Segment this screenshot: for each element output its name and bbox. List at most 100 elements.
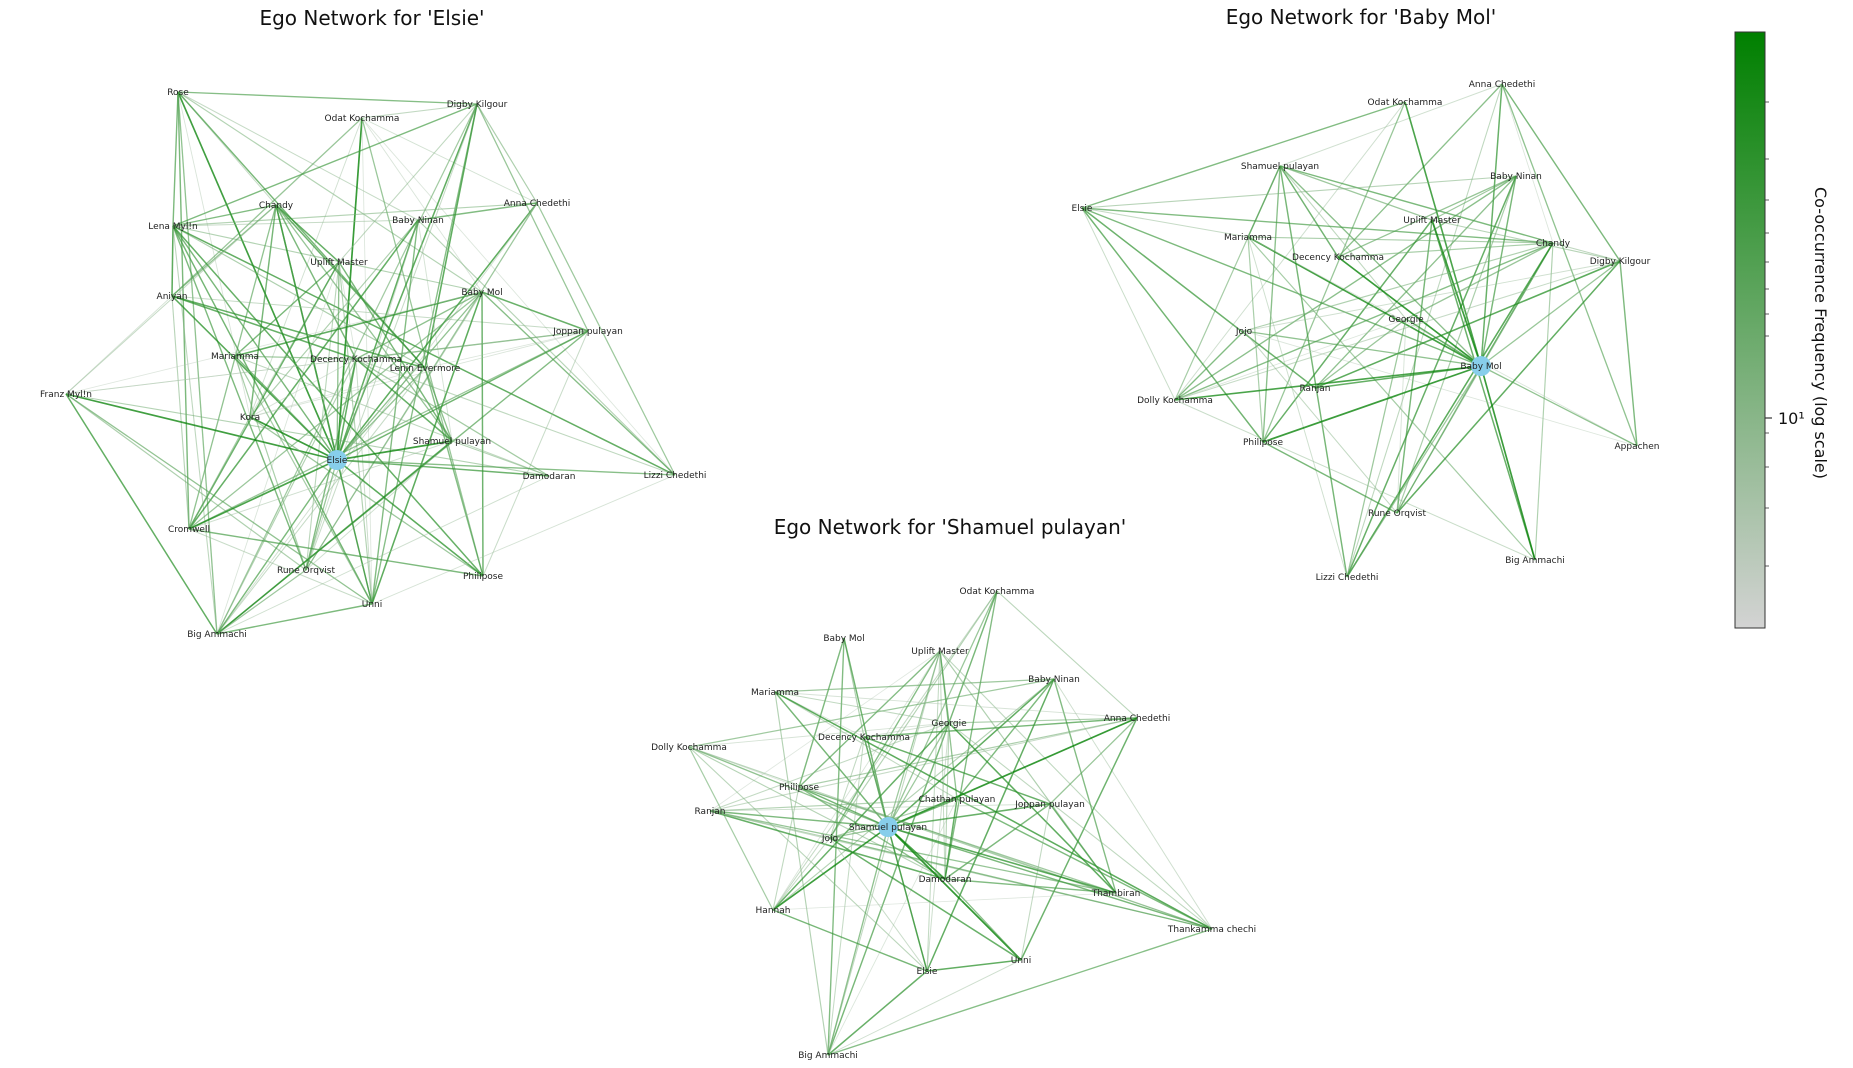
edge bbox=[1279, 165, 1433, 221]
edge bbox=[216, 367, 426, 635]
node-label: Elsie bbox=[1072, 204, 1093, 214]
edge bbox=[827, 970, 928, 1056]
edge bbox=[798, 786, 889, 828]
edge bbox=[1552, 242, 1621, 262]
node-label: Odat Kochamma bbox=[960, 587, 1035, 597]
edge bbox=[774, 691, 889, 828]
edge bbox=[188, 416, 251, 530]
edge bbox=[1243, 260, 1621, 332]
edge bbox=[1174, 165, 1281, 401]
edge bbox=[188, 528, 484, 577]
edge bbox=[956, 798, 1213, 930]
ego-node bbox=[878, 817, 898, 837]
node-label: Lizzi Chedethi bbox=[644, 471, 707, 481]
edge bbox=[798, 637, 845, 788]
network-title: Ego Network for 'Shamuel pulayan' bbox=[774, 515, 1127, 539]
edge bbox=[172, 225, 338, 461]
edge bbox=[481, 291, 676, 476]
edge bbox=[171, 295, 190, 530]
edge bbox=[249, 367, 426, 418]
edge bbox=[1279, 83, 1503, 167]
edge bbox=[1337, 175, 1517, 258]
edge bbox=[1262, 441, 1398, 514]
edge bbox=[482, 330, 589, 577]
node-label: Mariamma bbox=[211, 352, 259, 362]
node-label: Georgie bbox=[931, 719, 967, 729]
edge bbox=[798, 650, 941, 788]
edge bbox=[1081, 207, 1176, 401]
edge bbox=[1314, 318, 1407, 389]
node-label: Jojo bbox=[821, 834, 839, 844]
node-label: Unni bbox=[1011, 956, 1032, 966]
edge bbox=[1174, 365, 1482, 401]
edge bbox=[1081, 101, 1406, 209]
edge bbox=[1337, 83, 1503, 258]
edge bbox=[65, 358, 357, 395]
edge bbox=[1247, 236, 1554, 244]
edge bbox=[1405, 318, 1482, 367]
edge bbox=[305, 459, 338, 571]
edge bbox=[172, 225, 218, 635]
node-label: Decency Kochamma bbox=[310, 355, 402, 365]
node-label: Rune Orqvist bbox=[277, 566, 336, 576]
network-panel-baby-mol: Ego Network for 'Baby Mol' Anna Chedethi… bbox=[1072, 5, 1660, 583]
node-label: Uplift Master bbox=[310, 258, 368, 268]
edge bbox=[234, 355, 373, 605]
node-label: Lenin Evermore bbox=[390, 364, 461, 374]
edge bbox=[774, 691, 1138, 719]
edge bbox=[336, 358, 357, 461]
edge bbox=[926, 722, 950, 972]
edge bbox=[177, 91, 478, 105]
edge bbox=[1174, 242, 1554, 401]
edge bbox=[249, 204, 277, 418]
edge bbox=[1243, 330, 1638, 447]
network-title: Ego Network for 'Baby Mol' bbox=[1226, 5, 1497, 29]
node-label: Franz Myl!n bbox=[40, 390, 92, 400]
edge bbox=[1431, 219, 1621, 262]
node-label: Georgie bbox=[1388, 315, 1424, 325]
edge bbox=[336, 459, 550, 477]
edge bbox=[688, 722, 950, 748]
node-label: Thankamma chechi bbox=[1167, 925, 1256, 935]
edge bbox=[249, 117, 363, 418]
node-label: Anna Chedethi bbox=[1104, 714, 1170, 724]
edge bbox=[172, 225, 373, 605]
edge bbox=[798, 717, 1138, 788]
edge bbox=[829, 798, 958, 839]
node-label: Joppan pulayan bbox=[552, 327, 623, 337]
edge bbox=[1480, 365, 1638, 447]
node-label: Thambiran bbox=[1091, 889, 1141, 899]
edge bbox=[1501, 83, 1621, 262]
edge bbox=[177, 91, 190, 530]
edge bbox=[1174, 101, 1406, 401]
edge bbox=[1279, 165, 1339, 258]
node-label: Digby Kilgour bbox=[1590, 257, 1651, 267]
edge bbox=[188, 204, 277, 530]
edge bbox=[829, 837, 1022, 961]
edge bbox=[829, 590, 998, 839]
node-label: Decency Kochamma bbox=[818, 733, 910, 743]
edge bbox=[1279, 165, 1554, 244]
edge bbox=[216, 261, 340, 635]
edge bbox=[1174, 399, 1536, 561]
edge bbox=[827, 928, 1213, 1056]
node-label: Elsie bbox=[327, 456, 348, 466]
edge bbox=[336, 459, 484, 577]
node-label: Baby Mol bbox=[461, 288, 502, 298]
edge bbox=[1262, 365, 1482, 443]
node-label: Baby Ninan bbox=[1028, 675, 1080, 685]
edge bbox=[65, 204, 277, 395]
edge bbox=[305, 261, 340, 571]
edge bbox=[355, 330, 589, 360]
edge bbox=[275, 204, 426, 369]
node-label: Jojo bbox=[1235, 327, 1253, 337]
edge bbox=[216, 440, 453, 635]
edge bbox=[1314, 260, 1621, 389]
edge bbox=[336, 202, 538, 461]
node-label: Dolly Kochamma bbox=[1137, 396, 1213, 406]
edge bbox=[772, 909, 928, 972]
node-label: Philipose bbox=[779, 783, 820, 793]
edges-group bbox=[1081, 83, 1638, 578]
edge bbox=[355, 358, 550, 477]
